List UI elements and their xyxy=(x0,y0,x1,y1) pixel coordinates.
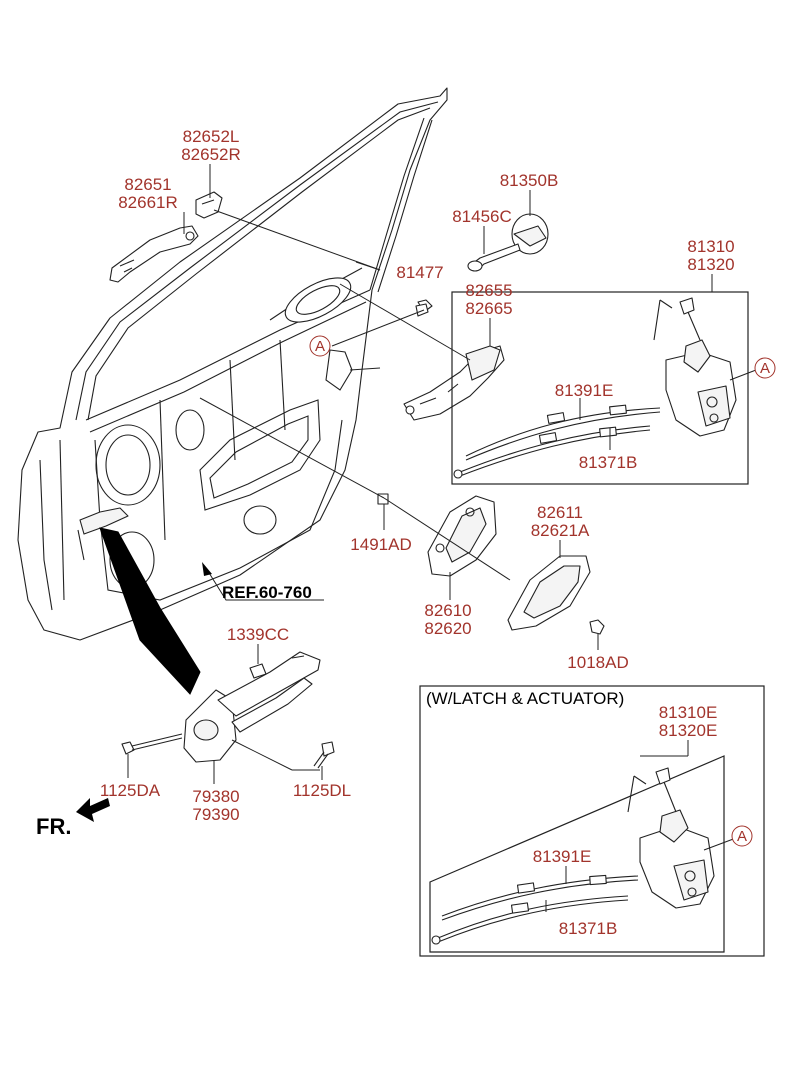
inside-handle-82655 xyxy=(403,345,505,421)
bolt-1125dl xyxy=(313,741,335,769)
clip-1491ad xyxy=(377,493,389,505)
screw-1018ad xyxy=(589,619,605,635)
front-direction-arrow xyxy=(76,798,110,822)
cable-81371b-top xyxy=(453,425,651,479)
label-82665: 82665 xyxy=(465,299,512,318)
screw-81456c xyxy=(467,243,521,272)
callout-a-door: A xyxy=(309,335,331,357)
cable-81371b-bottom xyxy=(431,895,629,945)
front-label: FR. xyxy=(36,814,71,839)
front-door-panel xyxy=(17,87,448,641)
label-79390: 79390 xyxy=(192,805,239,824)
label-1018ad: 1018AD xyxy=(567,653,628,672)
door-latch-81310 xyxy=(653,297,737,437)
label-81320: 81320 xyxy=(687,255,734,274)
handle-bezel-82611 xyxy=(507,555,591,631)
inset-title: (W/LATCH & ACTUATOR) xyxy=(426,689,624,708)
inset-sub-box xyxy=(429,755,725,953)
callout-a-inset-text: A xyxy=(737,828,747,845)
label-82610: 82610 xyxy=(424,601,471,620)
label-82621a: 82621A xyxy=(531,521,590,540)
callout-a-latch-text: A xyxy=(760,360,770,377)
label-81391e-top: 81391E xyxy=(555,381,614,400)
label-82652r: 82652R xyxy=(181,145,241,164)
door-latch-81310e xyxy=(627,767,715,909)
label-82661r: 82661R xyxy=(118,193,178,212)
label-81456c: 81456C xyxy=(452,207,512,226)
label-81350b: 81350B xyxy=(500,171,559,190)
label-81310: 81310 xyxy=(687,237,734,256)
label-1125dl: 1125DL xyxy=(293,781,351,800)
label-1125da: 1125DA xyxy=(100,781,161,800)
cable-81391e-top xyxy=(465,404,661,461)
part-labels: 82652L 82652R 82651 82661R 81350B 81456C… xyxy=(100,127,735,938)
label-79380: 79380 xyxy=(192,787,239,806)
callout-a-inset: A xyxy=(731,825,753,847)
check-strap-sweep xyxy=(99,527,201,695)
bolt-1125da xyxy=(121,733,183,755)
handle-cover xyxy=(195,191,223,219)
label-1491ad: 1491AD xyxy=(350,535,411,554)
label-82655: 82655 xyxy=(465,281,512,300)
nut-1339cc xyxy=(249,663,267,679)
door-checker-79380 xyxy=(183,651,321,763)
cable-81391e-bottom xyxy=(441,874,639,921)
outside-handle xyxy=(109,225,199,283)
label-81320e: 81320E xyxy=(659,721,718,740)
label-81391e-bottom: 81391E xyxy=(533,847,592,866)
ref-label: REF.60-760 xyxy=(222,583,312,602)
label-81371b-top: 81371B xyxy=(579,453,638,472)
bolt-81477 xyxy=(415,299,433,317)
callout-a-door-text: A xyxy=(315,338,325,355)
latch-actuator-inset xyxy=(419,685,765,957)
label-82652l: 82652L xyxy=(183,127,240,146)
latch-assembly-box xyxy=(451,291,749,485)
label-1339cc: 1339CC xyxy=(227,625,289,644)
label-81477: 81477 xyxy=(396,263,443,282)
callout-a-latch: A xyxy=(754,357,776,379)
leader-lines xyxy=(127,164,757,912)
inner-handle-82610 xyxy=(427,495,497,577)
label-82651: 82651 xyxy=(124,175,171,194)
label-82611: 82611 xyxy=(537,503,583,522)
label-81371b-bottom: 81371B xyxy=(559,919,618,938)
label-82620: 82620 xyxy=(424,619,471,638)
label-81310e: 81310E xyxy=(659,703,718,722)
